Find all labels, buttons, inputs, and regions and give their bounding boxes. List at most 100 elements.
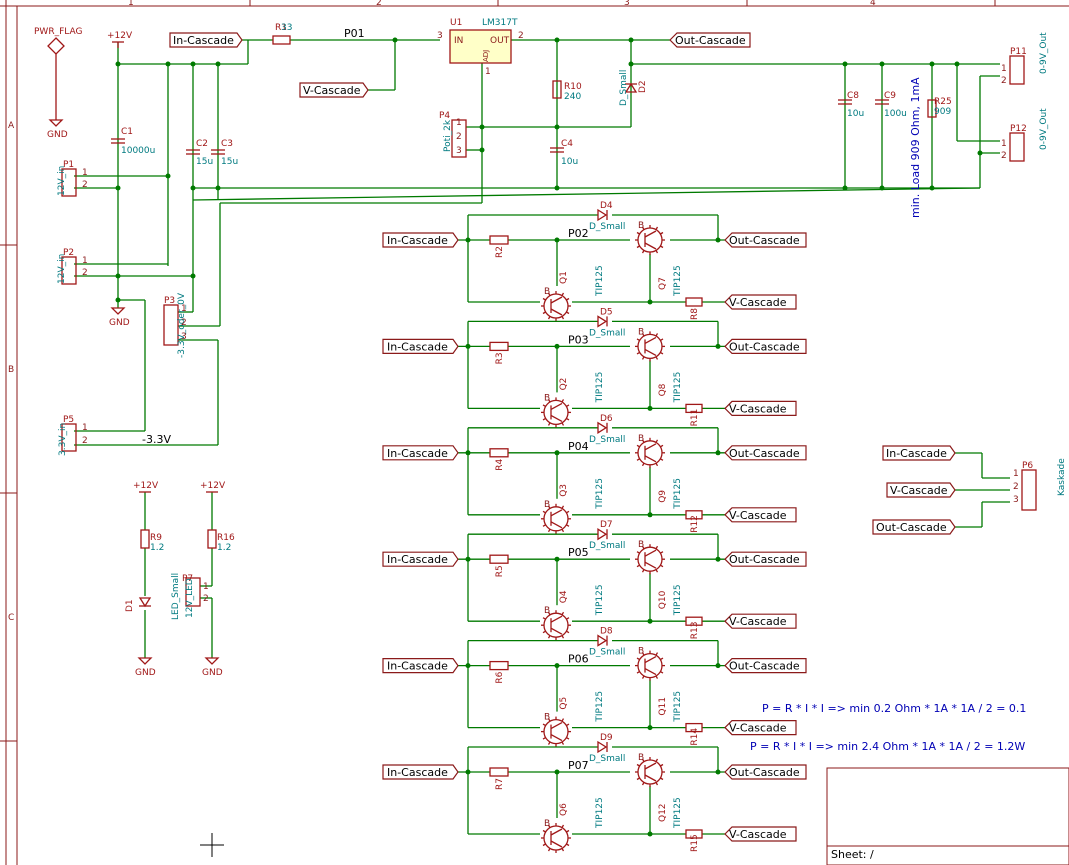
v-cascade-label-p04[interactable]: V-Cascade <box>724 507 797 523</box>
diode-d5[interactable]: D5D_Small <box>589 307 625 338</box>
svg-text:LM317T: LM317T <box>482 18 518 28</box>
resistor-r5[interactable]: R5 <box>489 554 509 577</box>
svg-text:D_Small: D_Small <box>589 541 625 551</box>
resistor-r3[interactable]: R3 <box>489 341 509 364</box>
v-cascade-label-p03[interactable]: V-Cascade <box>724 400 797 416</box>
capacitor-c9[interactable]: C9 100u <box>875 91 907 119</box>
diode-d6[interactable]: D6D_Small <box>589 414 625 445</box>
resistor-r16[interactable]: R16 1.2 <box>207 529 235 553</box>
svg-text:2: 2 <box>82 180 88 190</box>
vcc-12v-p7: +12V <box>200 481 226 493</box>
connector-p7[interactable]: P7 12V_LED 1 2 <box>182 574 209 618</box>
resistor-r25[interactable]: R25 909 <box>927 97 952 118</box>
out-cascade-label-p07[interactable]: Out-Cascade <box>724 764 807 780</box>
out-cascade-label-p03[interactable]: Out-Cascade <box>724 338 807 354</box>
connector-p1[interactable]: P1 12V_in 1 2 <box>57 160 88 197</box>
frame-row-c: C <box>8 613 14 623</box>
v-cascade-label-p6[interactable]: V-Cascade <box>886 482 956 498</box>
v-cascade-label-p07[interactable]: V-Cascade <box>724 826 797 842</box>
out-cascade-label-p04[interactable]: Out-Cascade <box>724 445 807 461</box>
resistor-r2[interactable]: R2 <box>489 235 509 258</box>
in-cascade-label-p03[interactable]: In-Cascade <box>382 338 459 354</box>
connector-p6[interactable]: P6 Kaskade 1 2 3 <box>1013 458 1067 511</box>
in-cascade-label-p6[interactable]: In-Cascade <box>882 445 956 461</box>
svg-text:D2: D2 <box>638 80 648 93</box>
regulator-u1[interactable]: U1 LM317T IN OUT ADJ 3 2 1 <box>437 18 524 77</box>
svg-text:1: 1 <box>181 304 187 314</box>
svg-text:GND: GND <box>47 130 68 140</box>
crosshair-cursor-icon <box>200 833 224 857</box>
capacitor-c8[interactable]: C8 10u <box>838 91 864 119</box>
frame-col-2: 2 <box>376 0 382 8</box>
resistor-r6[interactable]: R6 <box>489 660 509 684</box>
pwr-flag[interactable]: PWR_FLAG <box>34 27 82 120</box>
out-cascade-label-p06[interactable]: Out-Cascade <box>724 658 807 674</box>
svg-text:Q11: Q11 <box>658 697 668 716</box>
diode-d4[interactable]: D4D_Small <box>589 201 625 232</box>
svg-text:P12: P12 <box>1010 124 1027 134</box>
v-cascade-label-p05[interactable]: V-Cascade <box>724 613 797 629</box>
v-cascade-label-p02[interactable]: V-Cascade <box>724 294 797 310</box>
resistor-r14[interactable]: R14 <box>685 722 703 746</box>
out-cascade-label-top[interactable]: Out-Cascade <box>669 32 751 48</box>
resistor-r11[interactable]: R11 <box>685 403 703 426</box>
connector-p2[interactable]: P2 12V_in 1 2 <box>57 248 88 285</box>
in-cascade-label-p07[interactable]: In-Cascade <box>382 764 459 780</box>
out-cascade-label-p05[interactable]: Out-Cascade <box>724 551 807 567</box>
capacitor-c3[interactable]: C3 15u <box>211 139 238 167</box>
connector-p3[interactable]: P3 -3.3V_oder_0V 1 2 3 <box>163 292 187 358</box>
svg-text:15u: 15u <box>221 157 238 167</box>
resistor-r9[interactable]: R9 1.2 <box>140 529 164 553</box>
in-cascade-label-p04[interactable]: In-Cascade <box>382 445 459 461</box>
resistor-r1[interactable]: R1 33 <box>272 23 292 45</box>
resistor-r13[interactable]: R13 <box>685 616 703 639</box>
connector-p12[interactable]: P12 0-9V_Out 1 2 <box>1001 108 1049 162</box>
resistor-r4[interactable]: R4 <box>489 448 509 471</box>
svg-text:C4: C4 <box>561 139 573 149</box>
capacitor-c2[interactable]: C2 15u <box>186 139 213 167</box>
capacitor-c4[interactable]: C4 10u <box>550 139 578 167</box>
out-cascade-label-p02[interactable]: Out-Cascade <box>724 232 807 248</box>
svg-text:15u: 15u <box>196 157 213 167</box>
svg-text:R9: R9 <box>150 533 162 543</box>
vcc-12v-top: +12V <box>107 31 133 48</box>
resistor-r10[interactable]: R10 240 <box>552 80 582 102</box>
diode-d9[interactable]: D9D_Small <box>589 733 625 764</box>
resistor-r7[interactable]: R7 <box>489 767 509 790</box>
diode-d8[interactable]: D8D_Small <box>589 627 625 658</box>
connector-p11[interactable]: P11 0-9V_Out 1 2 <box>1001 32 1049 86</box>
v-cascade-label-p06[interactable]: V-Cascade <box>724 720 797 736</box>
out-cascade-label-p6[interactable]: Out-Cascade <box>872 519 956 535</box>
svg-text:3: 3 <box>1013 495 1019 505</box>
connector-p5[interactable]: P5 3.3V_in 1 2 <box>58 415 88 456</box>
in-cascade-label-p02[interactable]: In-Cascade <box>382 232 459 248</box>
svg-text:B: B <box>544 819 550 829</box>
capacitor-c1[interactable]: C1 10000u <box>111 127 155 156</box>
connector-p4[interactable]: P4 Poti_2k 1 2 3 <box>439 111 467 158</box>
led-d1[interactable]: D1 LED_Small <box>125 573 181 620</box>
in-cascade-label-p05[interactable]: In-Cascade <box>382 551 459 567</box>
resistor-r8[interactable]: R8 <box>685 297 703 320</box>
in-cascade-label-p06[interactable]: In-Cascade <box>382 658 459 674</box>
resistor-r15[interactable]: R15 <box>685 829 703 852</box>
diode-d7[interactable]: D7D_Small <box>589 520 625 551</box>
v-cascade-label-top[interactable]: V-Cascade <box>299 82 369 98</box>
diode-d2[interactable]: D2 D_Small <box>619 70 648 106</box>
in-cascade-label-top[interactable]: In-Cascade <box>169 32 243 48</box>
resistor-r12[interactable]: R12 <box>685 510 703 533</box>
svg-text:1: 1 <box>82 168 88 178</box>
frame-col-3: 3 <box>624 0 630 8</box>
